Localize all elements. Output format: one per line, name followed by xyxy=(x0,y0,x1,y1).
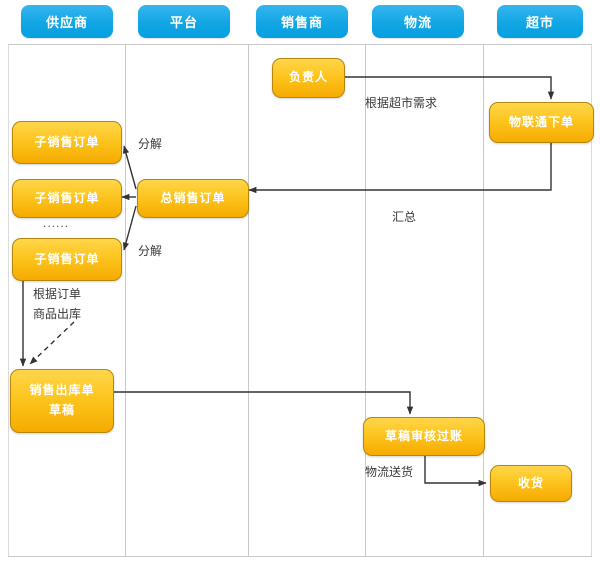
node-main-order[interactable]: 总销售订单 xyxy=(137,179,249,218)
lane-header-supplier-label: 供应商 xyxy=(45,15,88,30)
node-owner[interactable]: 负责人 xyxy=(272,58,345,98)
node-sales-outbound-draft[interactable]: 销售出库单 草稿 xyxy=(10,369,114,433)
grid-left-edge xyxy=(8,45,9,556)
lane-header-supplier[interactable]: 供应商 xyxy=(21,5,113,38)
lane-header-distributor-label: 销售商 xyxy=(280,15,323,30)
label-logistics-delivery: 物流送货 xyxy=(365,465,414,479)
swimlane-grid xyxy=(8,44,592,557)
node-receive-goods[interactable]: 收货 xyxy=(490,465,572,502)
node-draft-review-post-label: 草稿审核过账 xyxy=(384,428,463,443)
ellipsis-more-sub-orders: ...... xyxy=(43,216,70,230)
node-sales-outbound-draft-line1: 销售出库单 xyxy=(29,383,95,398)
lane-header-logistics[interactable]: 物流 xyxy=(372,5,464,38)
node-sub-order-3-label: 子销售订单 xyxy=(34,251,100,266)
lane-header-distributor[interactable]: 销售商 xyxy=(256,5,348,38)
lane-header-platform-label: 平台 xyxy=(169,15,198,30)
lane-header-supermarket-label: 超市 xyxy=(525,15,554,30)
node-draft-review-post[interactable]: 草稿审核过账 xyxy=(363,417,485,456)
lane-divider-1 xyxy=(125,45,126,556)
grid-right-edge xyxy=(591,45,592,556)
lane-divider-3 xyxy=(365,45,366,556)
lane-divider-2 xyxy=(248,45,249,556)
node-main-order-label: 总销售订单 xyxy=(160,190,226,205)
label-split-bottom: 分解 xyxy=(138,244,163,258)
label-aggregate: 汇总 xyxy=(392,210,417,224)
lane-header-platform[interactable]: 平台 xyxy=(138,5,230,38)
node-iot-order[interactable]: 物联通下单 xyxy=(489,102,594,143)
node-owner-label: 负责人 xyxy=(288,70,328,85)
label-goods-out: 商品出库 xyxy=(33,307,82,321)
node-sub-order-1[interactable]: 子销售订单 xyxy=(12,121,122,164)
lane-header-supermarket[interactable]: 超市 xyxy=(497,5,583,38)
node-sub-order-2-label: 子销售订单 xyxy=(34,190,100,205)
node-sub-order-2[interactable]: 子销售订单 xyxy=(12,179,122,218)
node-sub-order-1-label: 子销售订单 xyxy=(34,134,100,149)
lane-divider-4 xyxy=(483,45,484,556)
label-by-order: 根据订单 xyxy=(33,287,82,301)
node-iot-order-label: 物联通下单 xyxy=(508,114,574,129)
node-sub-order-3[interactable]: 子销售订单 xyxy=(12,238,122,281)
node-sales-outbound-draft-line2: 草稿 xyxy=(48,403,75,417)
lane-header-logistics-label: 物流 xyxy=(403,15,432,30)
node-receive-goods-label: 收货 xyxy=(517,475,544,490)
label-demand: 根据超市需求 xyxy=(365,96,438,110)
label-split-top: 分解 xyxy=(138,137,163,151)
